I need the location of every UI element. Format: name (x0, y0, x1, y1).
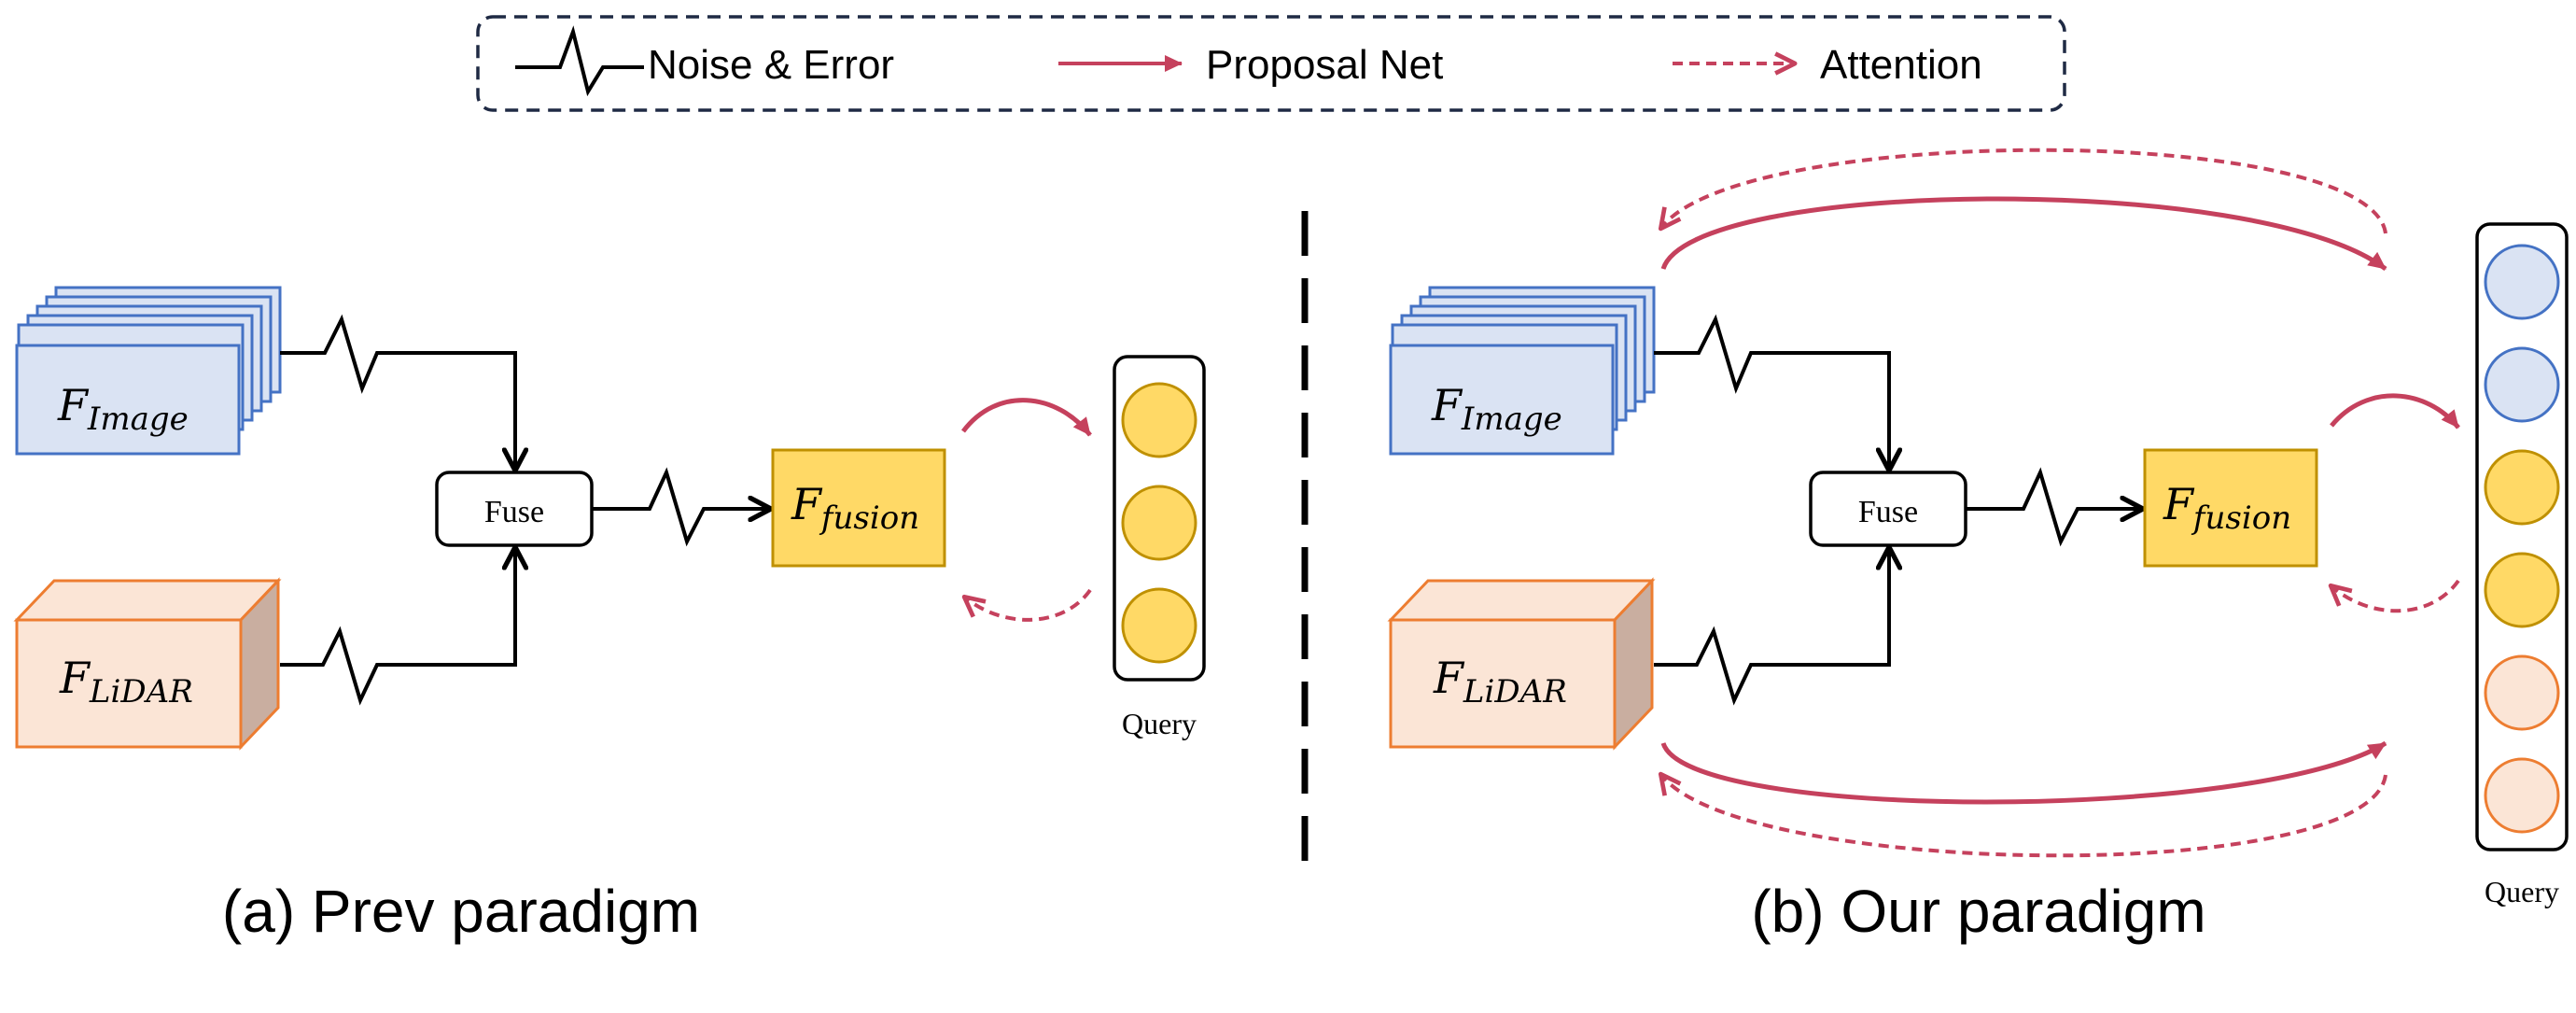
query-token (2484, 449, 2560, 526)
query-label: Query (2485, 875, 2559, 908)
fusion-feature-box (771, 448, 946, 568)
attention-arrow (2328, 579, 2460, 613)
fuse-label: Fuse (484, 495, 544, 529)
lidar-feature-cube: FLiDAR (1387, 577, 1656, 751)
image-proposal-arc (1660, 196, 2387, 271)
legend-attention-label: Attention (1820, 42, 1982, 88)
panel-b: FImage FLiDAR Fuse Ffusion Query (b) Our… (1387, 148, 2569, 945)
fuse-label: Fuse (1858, 495, 1918, 529)
lidar-to-fuse-connector (280, 547, 515, 706)
image-feature-label: FImage (57, 380, 189, 438)
query-token (2484, 346, 2560, 423)
image-feature-stack: FImage (15, 286, 282, 456)
proposal-arrow (961, 398, 1092, 437)
lidar-to-fuse-connector (1654, 547, 1889, 706)
fusion-feature-label: Ffusion (2163, 479, 2291, 537)
lidar-proposal-arc (1660, 740, 2387, 805)
query-token (2484, 244, 2560, 320)
image-to-fuse-connector (1654, 314, 1889, 471)
legend-box (476, 15, 2066, 112)
query-label: Query (1122, 707, 1197, 740)
legend: Noise & Error Proposal Net Attention (476, 15, 2066, 112)
caption-a: (a) Prev paradigm (222, 878, 700, 945)
query-token (2484, 757, 2560, 834)
lidar-feature-label: FLiDAR (59, 653, 193, 711)
image-feature-stack: FImage (1389, 286, 1656, 456)
fusion-feature-label: Ffusion (791, 479, 919, 537)
query-token (1121, 485, 1197, 561)
query-token (1121, 587, 1197, 664)
lidar-feature-label: FLiDAR (1433, 653, 1567, 711)
legend-noise-label: Noise & Error (648, 42, 894, 88)
lidar-feature-cube: FLiDAR (13, 577, 282, 751)
lidar-attention-arc (1658, 771, 2387, 858)
fuse-to-fusion-connector (1966, 467, 2143, 547)
caption-b: (b) Our paradigm (1751, 878, 2205, 945)
query-token (2484, 654, 2560, 731)
legend-proposal-label: Proposal Net (1206, 42, 1443, 88)
image-to-fuse-connector (280, 314, 515, 471)
query-token (2484, 552, 2560, 628)
attention-arrow (961, 588, 1092, 622)
image-feature-label: FImage (1431, 380, 1562, 438)
noise-symbol (515, 25, 644, 97)
image-attention-arc (1658, 148, 2387, 234)
fuse-to-fusion-connector (592, 467, 771, 547)
query-token (1121, 382, 1197, 458)
fusion-feature-box (2143, 448, 2318, 568)
panel-a: FImage FLiDAR Fuse Ffusion Query (a) Pre… (13, 286, 1206, 945)
proposal-arrow (2330, 393, 2460, 429)
